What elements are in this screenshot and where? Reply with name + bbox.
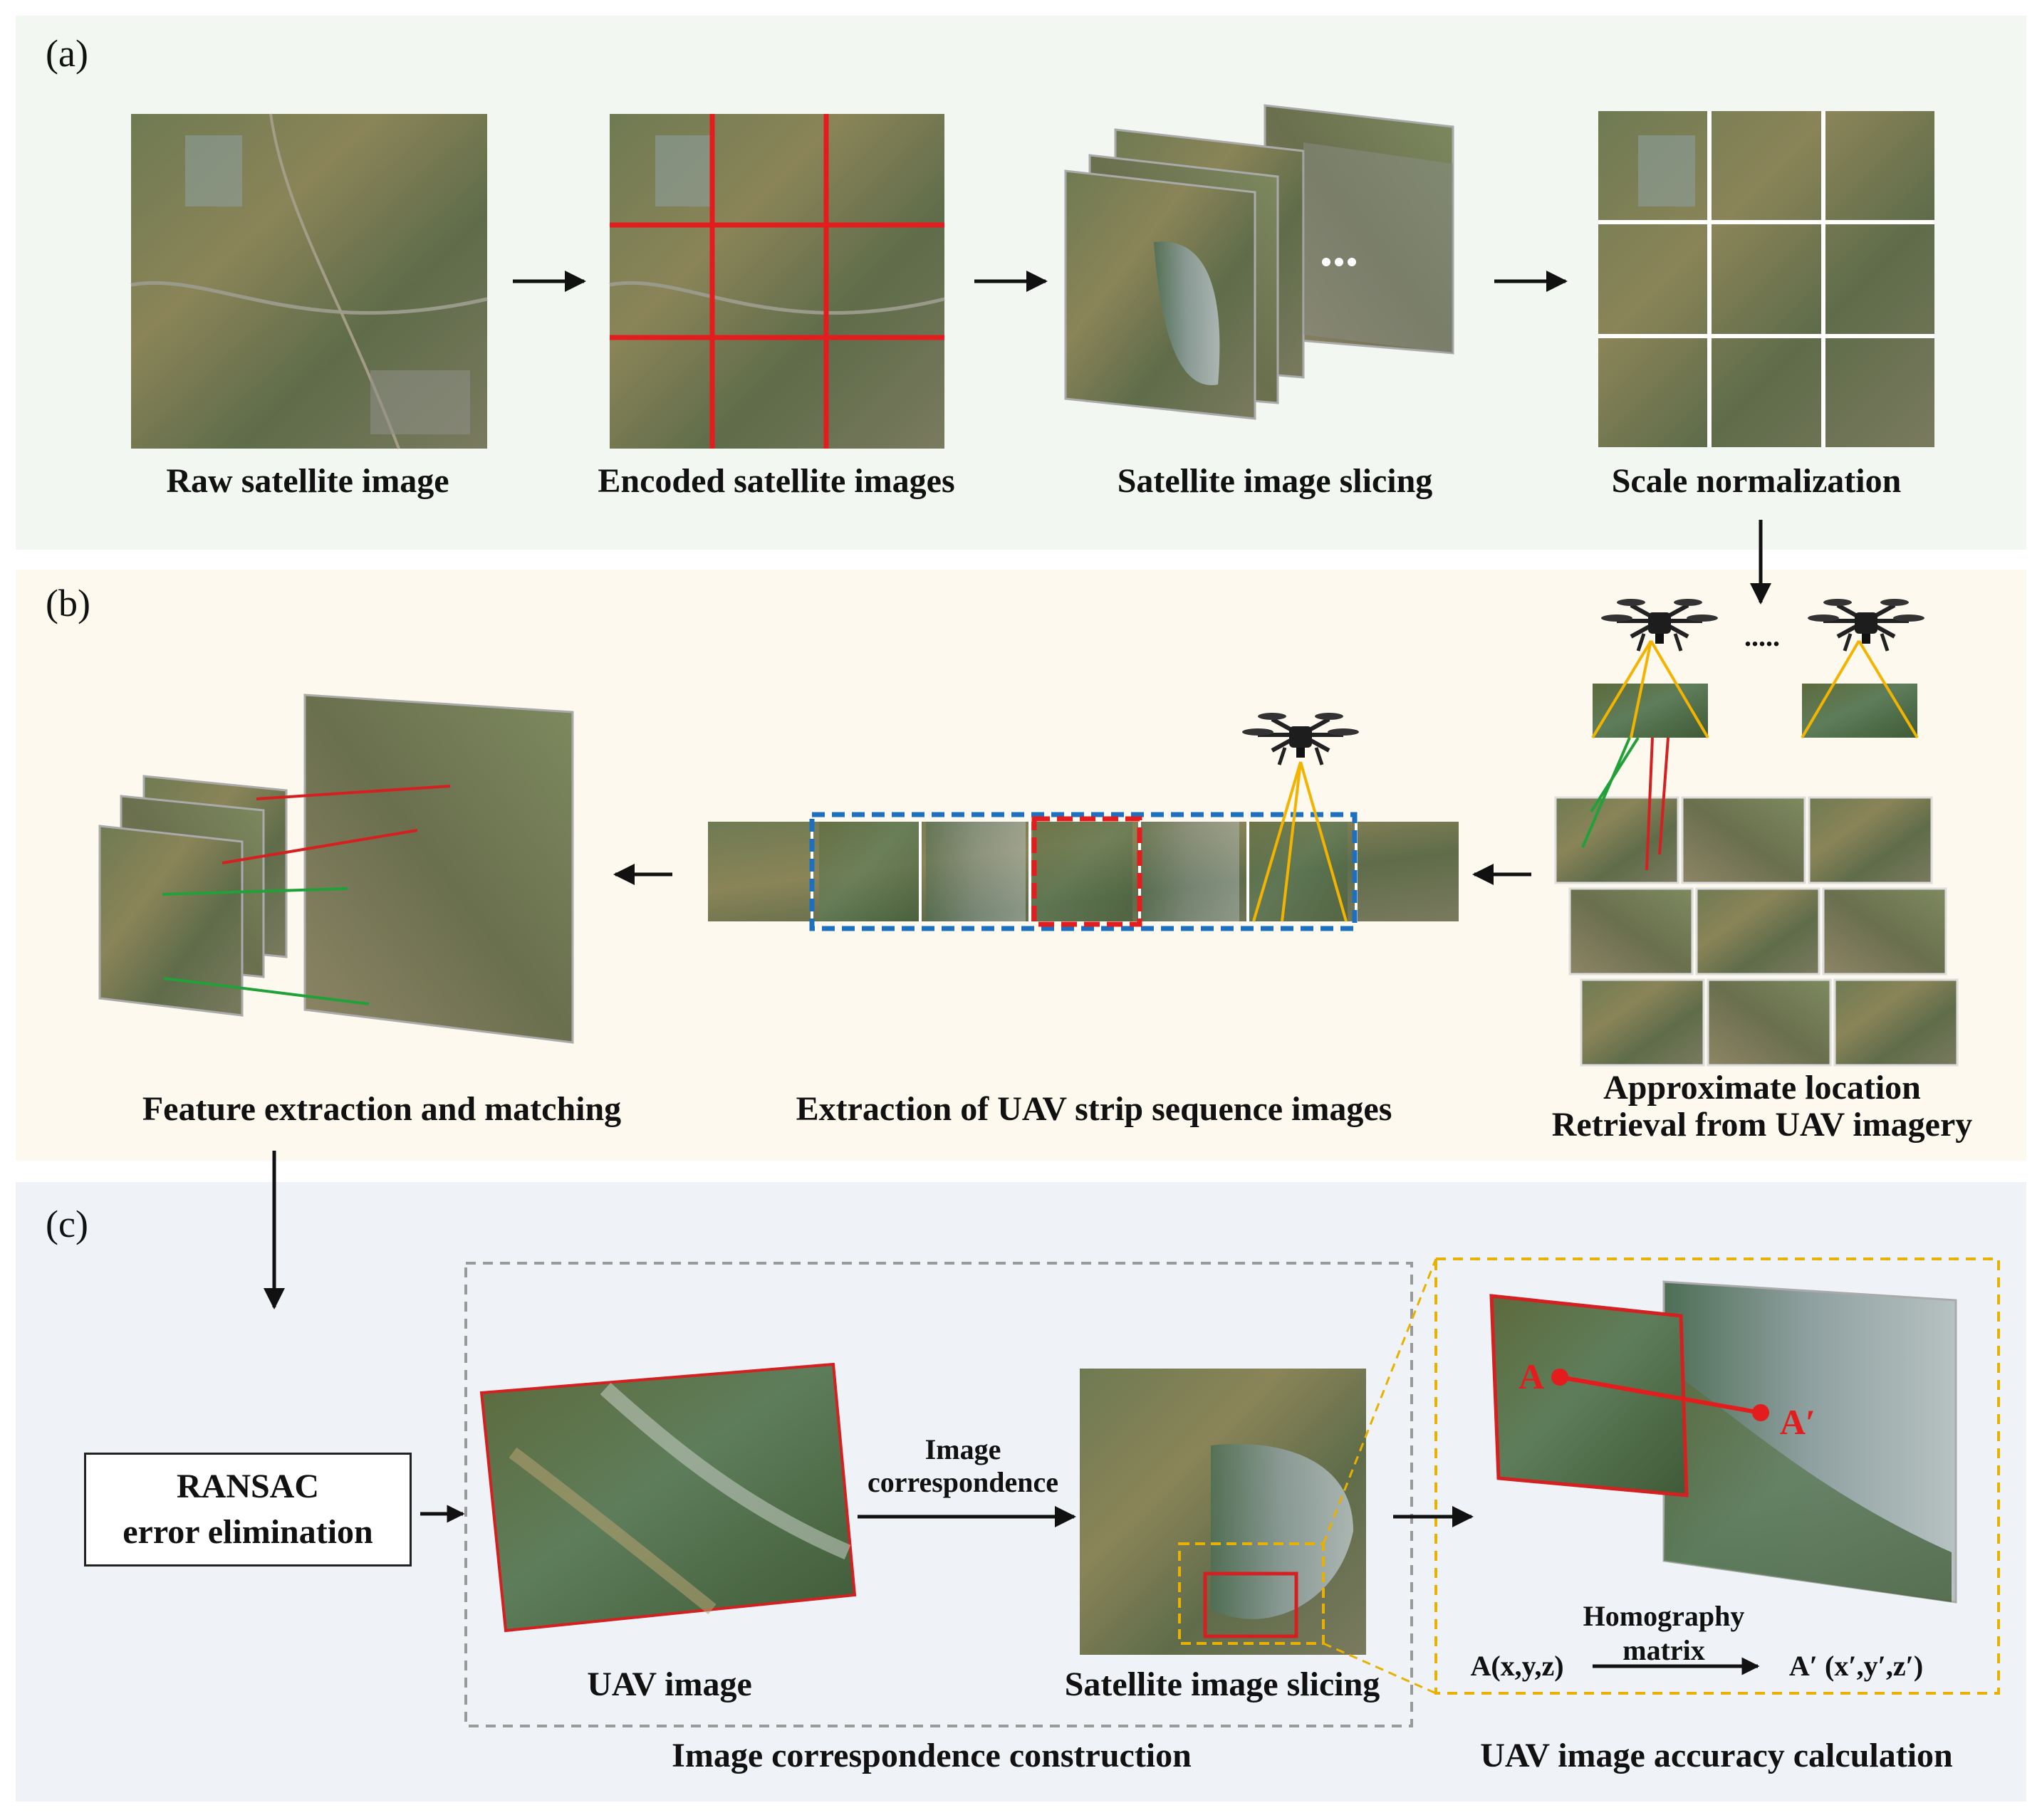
- drone-icon: [1242, 713, 1359, 765]
- uav-image: [479, 1362, 857, 1633]
- ransac-line2: error elimination: [123, 1513, 373, 1551]
- panel-a-label: (a): [46, 32, 88, 75]
- point-a-marker: [1551, 1369, 1568, 1386]
- encoded-satellite-image: [609, 114, 945, 449]
- caption-satellite-slicing: Satellite image slicing: [1117, 462, 1433, 500]
- caption-location-line2: Retrieval from UAV imagery: [1551, 1106, 1973, 1144]
- homography-line1: Homography: [1583, 1600, 1745, 1632]
- panel-b-label: (b): [46, 582, 90, 624]
- drone-ellipsis: .....: [1744, 620, 1780, 652]
- coord-a-prime: A′ (x′,y′,z′): [1788, 1650, 1924, 1682]
- coord-a: A(x,y,z): [1470, 1650, 1564, 1682]
- raw-satellite-image: [130, 113, 488, 449]
- correspondence-box: [464, 1262, 1413, 1727]
- caption-raw-satellite: Raw satellite image: [166, 462, 449, 500]
- caption-feature-extraction: Feature extraction and matching: [142, 1090, 622, 1128]
- caption-location-line1: Approximate location: [1603, 1069, 1921, 1107]
- satellite-slice-c: [1080, 1369, 1366, 1655]
- correspondence-label-line1: Image: [924, 1433, 1001, 1465]
- point-a-prime-marker: [1752, 1404, 1769, 1421]
- satellite-tile-grid: [1554, 736, 1959, 1067]
- caption-uav-image: UAV image: [587, 1665, 752, 1703]
- homography-line2: matrix: [1622, 1634, 1705, 1666]
- correspondence-label-line2: correspondence: [867, 1466, 1059, 1498]
- uav-strip: [708, 761, 1459, 931]
- point-a-label: A: [1518, 1356, 1545, 1396]
- caption-strip-extraction: Extraction of UAV strip sequence images: [796, 1090, 1392, 1128]
- caption-encoded-satellite: Encoded satellite images: [598, 462, 955, 500]
- ransac-line1: RANSAC: [176, 1468, 319, 1505]
- caption-satellite-slicing-c: Satellite image slicing: [1064, 1665, 1380, 1703]
- caption-accuracy-calculation: UAV image accuracy calculation: [1480, 1737, 1953, 1774]
- satellite-slice-stack: [1064, 104, 1454, 420]
- panel-c-label: (c): [46, 1203, 88, 1245]
- caption-correspondence-construction: Image correspondence construction: [672, 1737, 1192, 1774]
- drone-icon: [1601, 599, 1718, 651]
- ransac-box: RANSAC error elimination: [84, 1453, 412, 1567]
- drone-icon: [1808, 599, 1924, 651]
- uav-tile-right: [1801, 639, 1919, 739]
- scale-normalized-grid: [1598, 111, 1934, 447]
- feature-matching-figure: [98, 694, 574, 1044]
- caption-scale-normalization: Scale normalization: [1611, 462, 1902, 500]
- uav-tile-left: [1591, 639, 1709, 739]
- accuracy-box: [1434, 1257, 2000, 1695]
- accuracy-figure: [1489, 1280, 1957, 1675]
- point-a-prime-label: A′: [1779, 1402, 1816, 1442]
